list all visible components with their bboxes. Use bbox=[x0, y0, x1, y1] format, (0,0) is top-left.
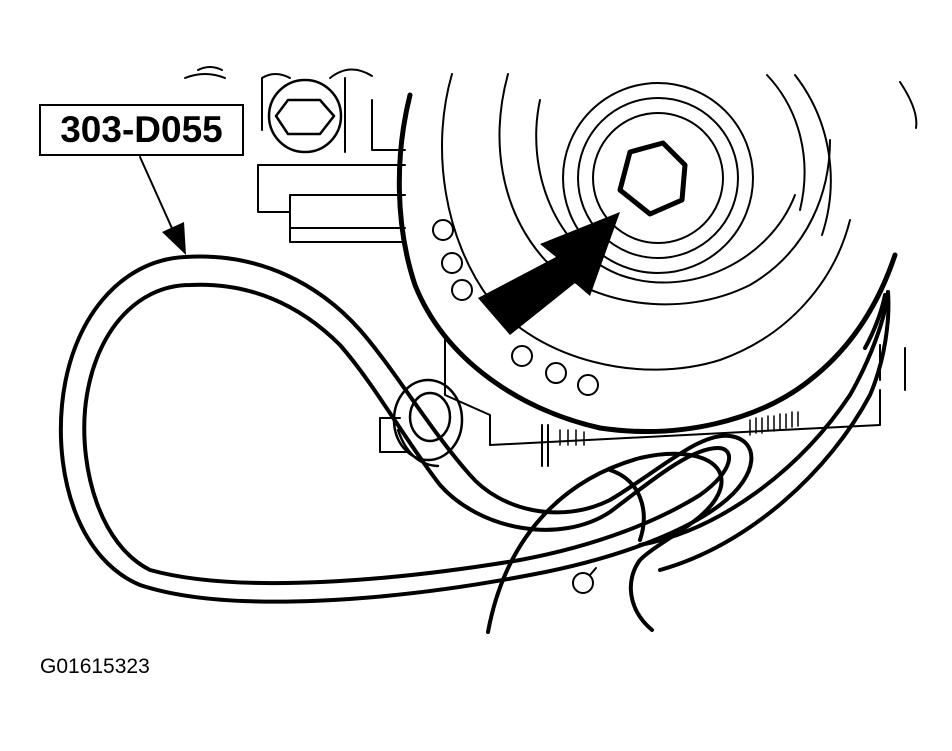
pulley-teeth bbox=[559, 411, 799, 446]
engine-block-outline bbox=[184, 66, 406, 243]
direction-arrow bbox=[478, 212, 620, 335]
figure-id-label: G01615323 bbox=[40, 655, 150, 678]
crankshaft-pulley bbox=[396, 73, 918, 434]
callout-leader bbox=[139, 156, 176, 236]
drive-belt bbox=[58, 254, 891, 604]
belt-removal-tool bbox=[486, 451, 724, 634]
hex-bolt bbox=[267, 78, 343, 154]
leader-arrowhead bbox=[162, 222, 186, 255]
tool-callout-box: 303-D055 bbox=[39, 104, 244, 156]
tool-number-label: 303-D055 bbox=[60, 109, 223, 150]
